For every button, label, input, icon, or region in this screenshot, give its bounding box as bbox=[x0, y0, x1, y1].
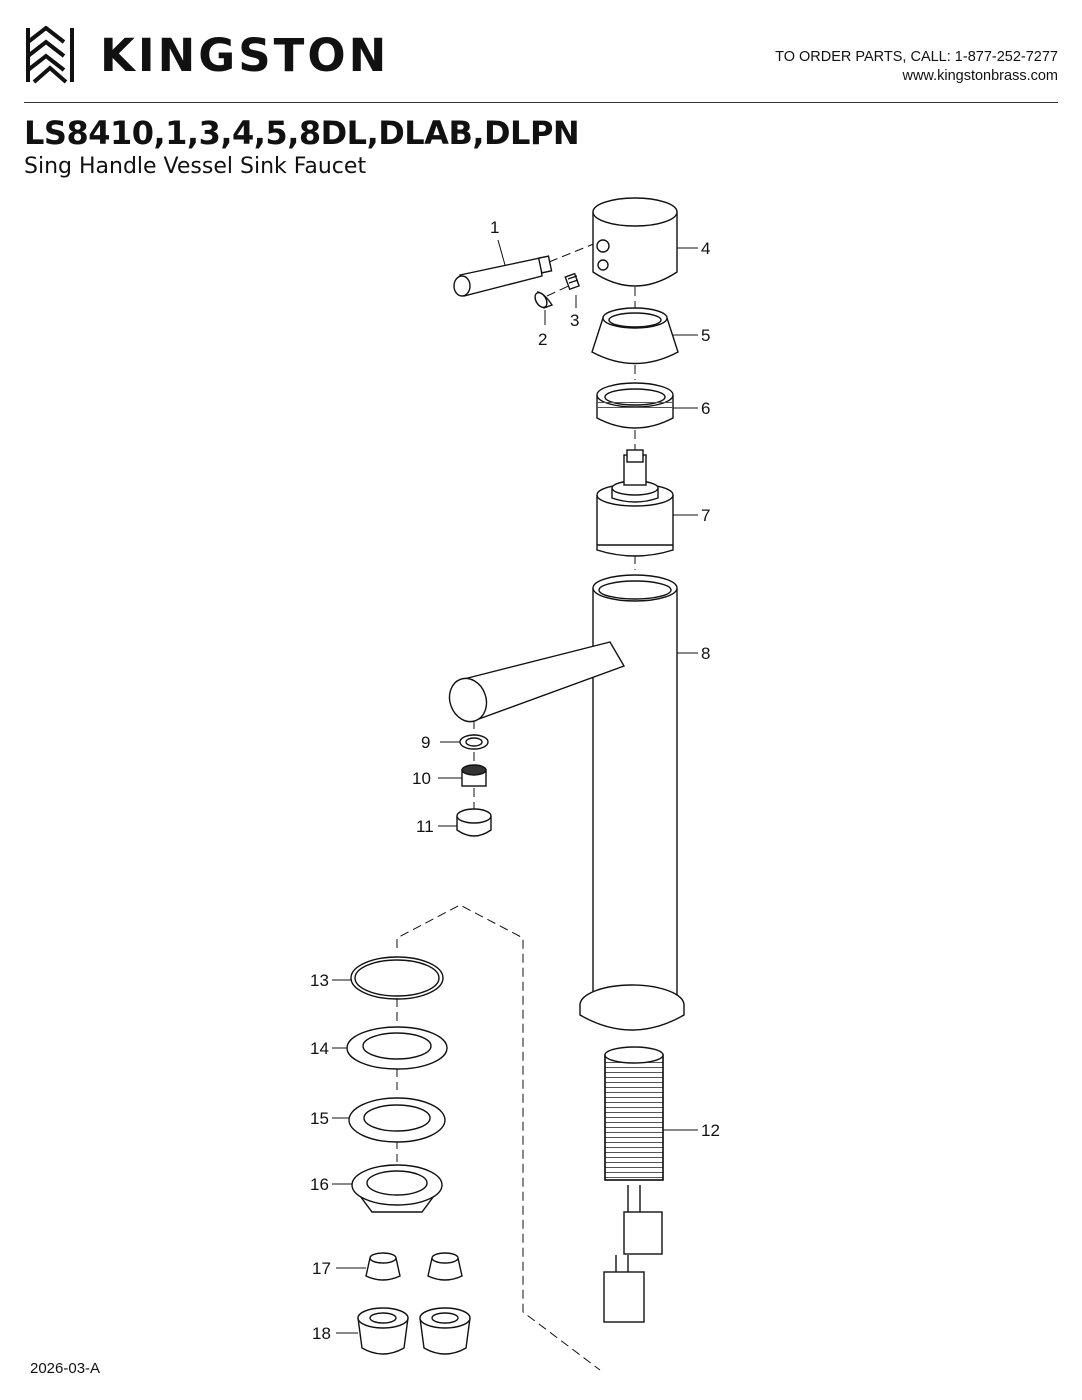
callout-5: 5 bbox=[701, 326, 710, 345]
part-12-threaded-shank bbox=[603, 1046, 664, 1323]
part-10-aerator-insert bbox=[461, 764, 487, 787]
brand-name: KINGSTON bbox=[100, 29, 390, 82]
callout-3: 3 bbox=[570, 311, 579, 330]
part-14-gasket bbox=[346, 1026, 448, 1070]
part-16-mounting-nut bbox=[351, 1164, 443, 1213]
part-17-compression-sleeve bbox=[365, 1252, 463, 1281]
order-phone: TO ORDER PARTS, CALL: 1-877-252-7277 bbox=[775, 49, 1058, 65]
part-1-lever-handle bbox=[453, 255, 553, 297]
callout-13: 13 bbox=[310, 971, 329, 990]
part-15-flange-washer bbox=[348, 1097, 446, 1143]
part-5-collar bbox=[591, 307, 679, 365]
callout-6: 6 bbox=[701, 399, 710, 418]
part-9-washer bbox=[459, 734, 489, 750]
callout-17: 17 bbox=[312, 1259, 331, 1278]
header-divider bbox=[24, 102, 1058, 103]
part-8-faucet-body bbox=[448, 574, 685, 1031]
part-7-cartridge bbox=[596, 449, 674, 557]
product-description: Sing Handle Vessel Sink Faucet bbox=[24, 154, 367, 179]
part-11-aerator-housing bbox=[456, 808, 492, 837]
part-2-index-button bbox=[534, 290, 554, 309]
callout-4: 4 bbox=[701, 239, 710, 258]
part-3-set-screw bbox=[564, 272, 580, 291]
kingston-logo-icon bbox=[26, 26, 74, 84]
callout-numbers: 1 2 3 4 5 6 7 8 9 10 11 12 13 14 15 16 1… bbox=[310, 218, 720, 1343]
document-revision-code: 2026-03-A bbox=[30, 1360, 101, 1377]
part-6-bonnet-nut bbox=[596, 382, 674, 429]
part-4-handle-body bbox=[592, 197, 678, 287]
callout-18: 18 bbox=[312, 1324, 331, 1343]
part-18-compression-nut bbox=[357, 1307, 471, 1355]
callout-8: 8 bbox=[701, 644, 710, 663]
part-13-o-ring bbox=[350, 956, 444, 1000]
callout-12: 12 bbox=[701, 1121, 720, 1140]
callout-leader-lines bbox=[332, 239, 698, 1334]
callout-14: 14 bbox=[310, 1039, 329, 1058]
callout-1: 1 bbox=[490, 218, 499, 237]
callout-15: 15 bbox=[310, 1109, 329, 1128]
callout-11: 11 bbox=[416, 817, 434, 836]
contact-info: TO ORDER PARTS, CALL: 1-877-252-7277 www… bbox=[775, 48, 1058, 86]
callout-16: 16 bbox=[310, 1175, 329, 1194]
model-number: LS8410,1,3,4,5,8DL,DLAB,DLPN bbox=[24, 114, 580, 152]
callout-7: 7 bbox=[701, 506, 710, 525]
callout-2: 2 bbox=[538, 330, 547, 349]
assembly-axis-line bbox=[396, 242, 636, 1371]
callout-9: 9 bbox=[421, 733, 430, 752]
callout-10: 10 bbox=[412, 769, 431, 788]
website-link[interactable]: www.kingstonbrass.com bbox=[902, 68, 1058, 84]
